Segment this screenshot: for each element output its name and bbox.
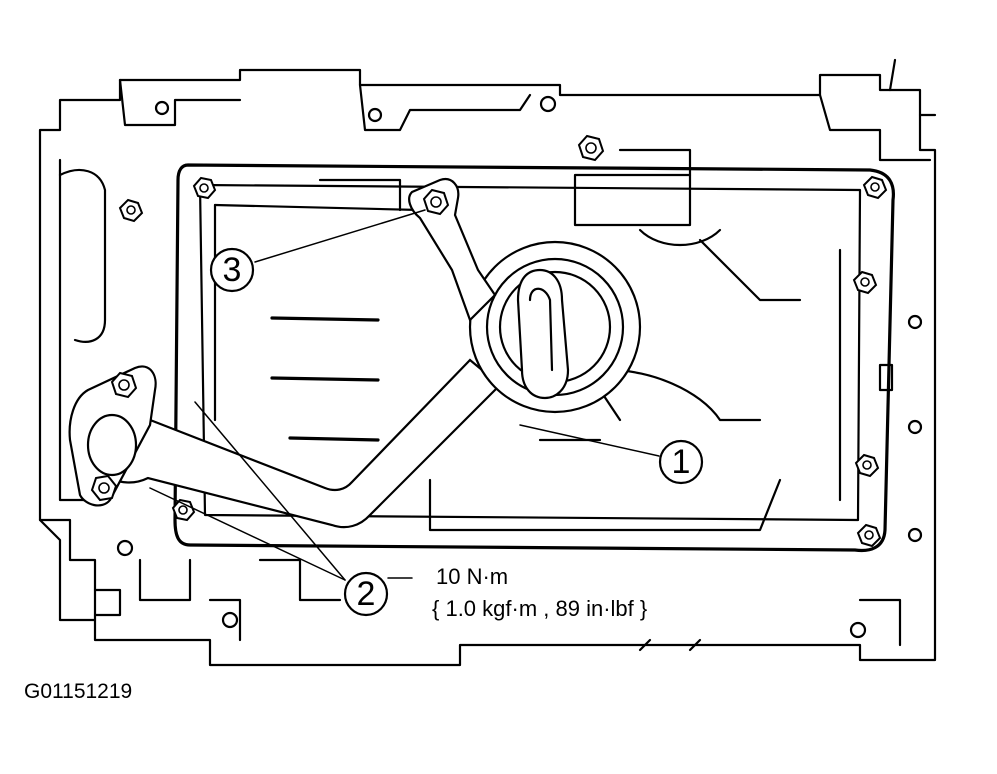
bolt-pan-1 xyxy=(192,176,217,200)
callout-2: 2 xyxy=(343,571,389,617)
bolt-bracket xyxy=(422,188,450,216)
bolt-pan-6 xyxy=(171,498,196,522)
bolt-pan-2 xyxy=(862,175,888,200)
torque-spec-alt: { 1.0 kgf·m , 89 in·lbf } xyxy=(432,596,647,621)
bolt-pan-4 xyxy=(854,453,880,478)
strainer-bracket xyxy=(408,178,497,323)
callout-2-number: 2 xyxy=(357,575,376,613)
torque-spec-nm: 10 N·m xyxy=(436,564,508,589)
oil-strainer-pipe xyxy=(68,358,502,529)
callout-3-number: 3 xyxy=(223,251,242,289)
leader-2b xyxy=(194,401,346,581)
oil-strainer xyxy=(468,240,642,414)
leader-3 xyxy=(254,209,426,263)
leader-2a xyxy=(149,487,346,581)
figure-code: G01151219 xyxy=(24,680,132,703)
bolt-pan-3 xyxy=(852,270,878,295)
bolt-block-top xyxy=(577,134,605,162)
bolt-pan-7 xyxy=(118,198,144,223)
leader-1 xyxy=(519,424,660,457)
callout-1-number: 1 xyxy=(672,443,691,481)
callout-1: 1 xyxy=(658,439,704,485)
bolt-flange-bottom xyxy=(90,474,118,502)
bolts xyxy=(90,134,888,548)
bolt-flange-top xyxy=(110,371,138,399)
callout-3: 3 xyxy=(209,247,255,293)
leader-lines xyxy=(149,209,660,581)
oil-pan-flange xyxy=(173,163,896,553)
bolt-pan-5 xyxy=(856,523,882,548)
engine-block-outline xyxy=(38,58,937,667)
torque-spec: 10 N·m { 1.0 kgf·m , 89 in·lbf } xyxy=(432,564,647,621)
